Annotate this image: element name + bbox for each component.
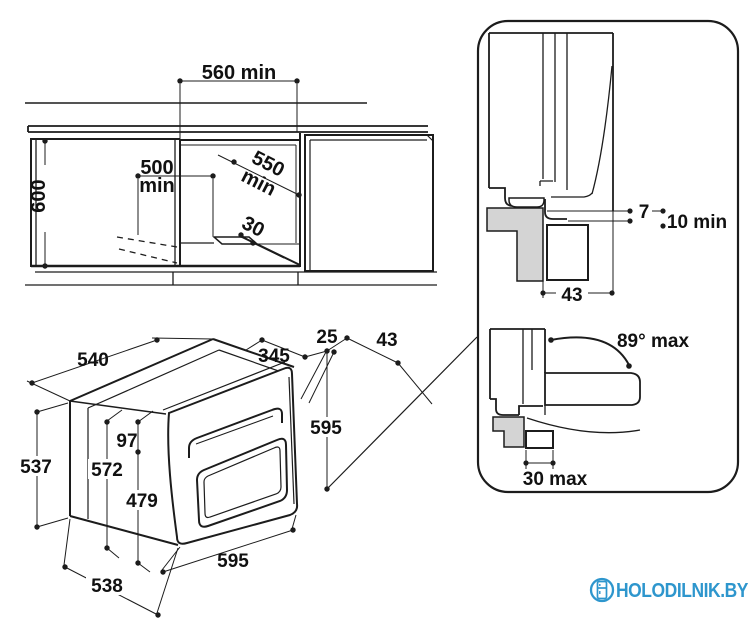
- countertop-profile-gray: [486, 207, 544, 282]
- oven-handle: [188, 407, 283, 458]
- dim-560: [177, 78, 300, 139]
- dim-500: [135, 173, 216, 236]
- logo-circle-icon: [589, 577, 615, 603]
- dim-label-10-min: 10 min: [667, 212, 727, 233]
- adjacent-door-panel: [304, 134, 434, 272]
- dim-label-43-detail: 43: [561, 285, 582, 306]
- oven-isometric-drawing: [26, 335, 478, 618]
- dim-538: [62, 518, 179, 618]
- dim-label-30-max: 30 max: [523, 469, 588, 490]
- dim-30: [238, 232, 285, 259]
- dim-label-550-group: 550 min: [238, 147, 288, 201]
- detail-top-section: [486, 32, 666, 298]
- dim-540: [26, 337, 214, 402]
- dim-label-500: 500: [140, 157, 173, 179]
- dim-label-7: 7: [639, 202, 650, 223]
- dim-label-572: 572: [91, 460, 123, 481]
- detail-panel: [476, 19, 740, 494]
- callout-leader-line: [326, 336, 478, 490]
- dim-label-560-min: 560 min: [202, 62, 276, 84]
- open-door-slab: [544, 372, 641, 406]
- plinth-profile-gray: [492, 416, 525, 448]
- dim-550: [217, 154, 302, 198]
- cabinet-section-drawing: [25, 78, 437, 286]
- dim-label-345: 345: [258, 346, 290, 367]
- dim-label-537: 537: [20, 457, 52, 478]
- dim-label-595-bottom: 595: [217, 551, 249, 572]
- dim-600: [42, 138, 48, 269]
- dim-label-540: 540: [77, 350, 109, 371]
- detail-door-swing: [489, 328, 641, 469]
- watermark-logo: HOLODILNIK.BY: [589, 577, 750, 603]
- dim-label-479: 479: [126, 491, 158, 512]
- dim-label-538: 538: [91, 576, 123, 597]
- dim-label-89-max: 89° max: [617, 331, 689, 352]
- dim-label-595-right: 595: [310, 418, 342, 439]
- plinth-box: [546, 224, 589, 281]
- watermark-text: HOLODILNIK.BY: [616, 580, 749, 602]
- dim-label-600: 600: [28, 179, 50, 212]
- dim-label-43-top: 43: [376, 330, 397, 351]
- dim-595-bottom: [160, 514, 297, 575]
- dim-label-25: 25: [316, 327, 338, 348]
- dim-345-25-43: [245, 335, 433, 405]
- refrigerator-icon: [596, 580, 608, 600]
- oven-door-window: [195, 437, 289, 528]
- dim-label-500-min: min: [139, 175, 175, 197]
- dim-label-97: 97: [116, 431, 137, 452]
